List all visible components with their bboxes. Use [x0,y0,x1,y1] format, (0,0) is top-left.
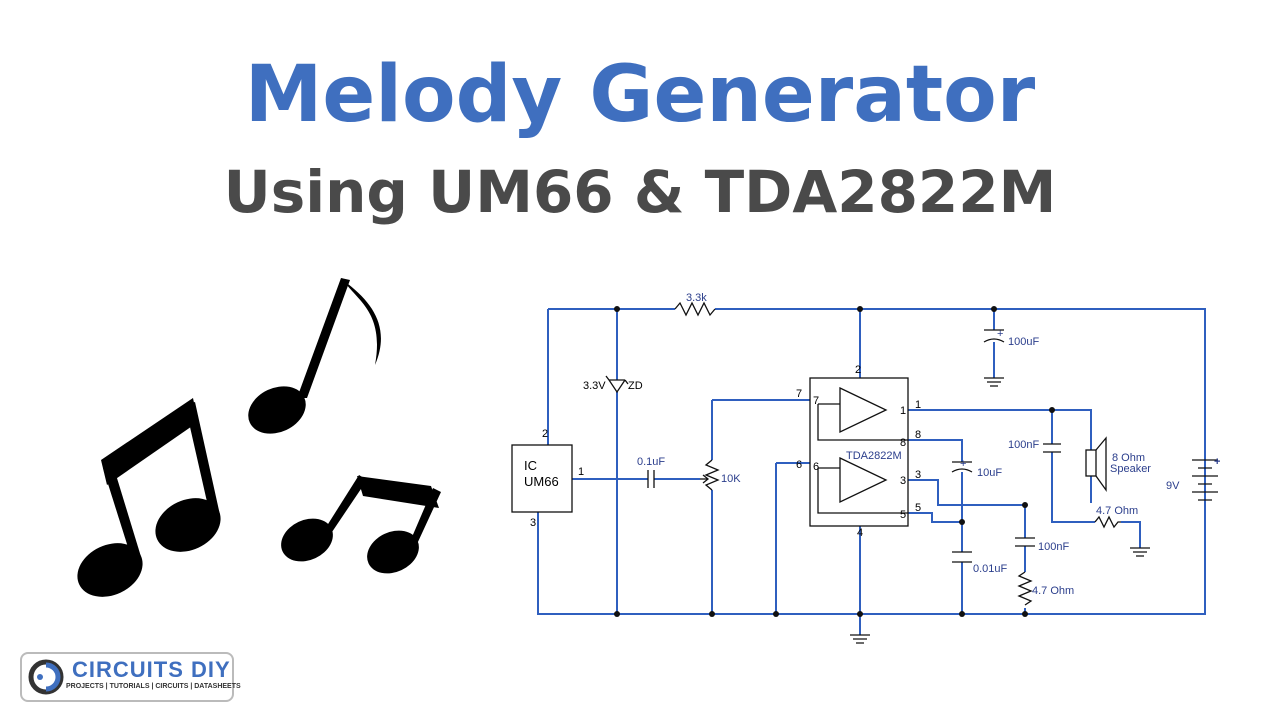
pin-label: 5 [900,509,906,521]
pin-label: 7 [796,388,802,400]
label-speaker: Speaker [1110,463,1151,475]
pin-label: 1 [915,399,921,411]
label-zener-voltage: 3.3V [583,380,606,392]
pin-label: 8 [915,429,921,441]
pin-label: 3 [900,475,906,487]
pin-label: 3 [530,517,536,529]
label-ic2: TDA2822M [846,450,902,462]
label-c-10u: 10uF [977,467,1002,479]
label-ic1-line1: IC [524,458,537,473]
label-c-input: 0.1uF [637,456,665,468]
label-r-out: 4.7 Ohm [1096,505,1138,517]
page-subtitle: Using UM66 & TDA2822M [223,158,1057,226]
pin-label: 6 [813,461,819,473]
label-r-b: 4.7 Ohm [1032,585,1074,597]
pin-label: 1 [900,405,906,417]
page-title: Melody Generator [244,50,1036,140]
label-c-001: 0.01uF [973,563,1008,575]
label-c-out: 100nF [1008,439,1039,451]
pin-label: 2 [542,428,548,440]
cap10-plus: + [960,458,966,470]
label-c-supply: 100uF [1008,336,1039,348]
pin-label: 6 [796,459,802,471]
pin-label: 4 [857,527,863,539]
logo-tagline: PROJECTS | TUTORIALS | CIRCUITS | DATASH… [66,683,241,690]
label-zener: ZD [628,380,643,392]
label-battery: 9V [1166,480,1180,492]
circuit-logo-icon [28,659,64,695]
pin-label: 2 [855,364,861,376]
pin-label: 7 [813,395,819,407]
brand-logo: CIRCUITS DIY PROJECTS | TUTORIALS | CIRC… [20,652,241,702]
music-notes-icon [77,278,441,597]
pin-label: 3 [915,469,921,481]
pin-label: 8 [900,437,906,449]
label-c-100n-b: 100nF [1038,541,1069,553]
label-r-3k3: 3.3k [686,292,707,304]
label-pot: 10K [721,473,741,485]
label-speaker-ohm: 8 Ohm [1112,452,1145,464]
logo-name: CIRCUITS DIY [72,657,231,682]
pin-label: 5 [915,502,921,514]
label-ic1-line2: UM66 [524,474,559,489]
pin-label: 1 [578,466,584,478]
battery-plus: + [1214,456,1220,468]
cap-plus: + [997,328,1003,340]
